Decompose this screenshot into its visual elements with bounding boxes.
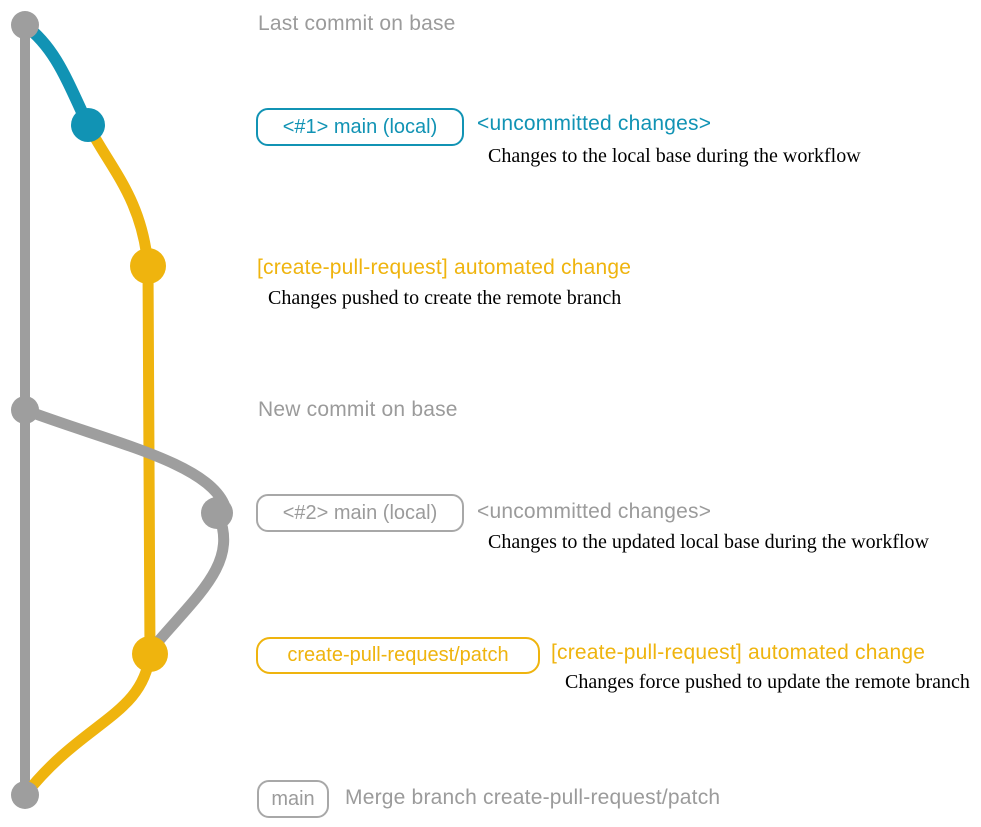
commit-message-merge-branch: Merge branch create-pull-request/patch (345, 786, 721, 809)
branch-badge-create-pull-request-patch: create-pull-request/patch (256, 637, 540, 674)
branch-graph (11, 11, 233, 809)
commit-dot-local-1 (71, 108, 105, 142)
commit-message-automated-change-2: [create-pull-request] automated change (551, 641, 926, 664)
note-last-commit-on-base: Last commit on base (258, 12, 456, 35)
teal-branch-curve (19, 19, 94, 131)
status-uncommitted-changes-2: <uncommitted changes> (477, 500, 712, 523)
commit-dot-base-new (11, 396, 39, 424)
gray-branch-curve-out (19, 404, 230, 510)
commit-dot-base-last (11, 11, 39, 39)
gray-branch-curve-in (145, 510, 230, 656)
yellow-merge-curve (19, 648, 156, 801)
commit-message-automated-change-1: [create-pull-request] automated change (257, 256, 632, 279)
branch-badge-main: main (257, 780, 329, 818)
caption-changes-force-pushed: Changes force pushed to update the remot… (565, 671, 970, 693)
branch-badge-main-local-2: <#2> main (local) (256, 494, 464, 532)
caption-changes-pushed: Changes pushed to create the remote bran… (268, 287, 622, 309)
commit-dot-merge (11, 781, 39, 809)
commit-dot-patch-1 (130, 248, 166, 284)
yellow-branch-curve-top (82, 119, 154, 272)
commit-dot-local-2 (201, 497, 233, 529)
note-new-commit-on-base: New commit on base (258, 398, 458, 421)
yellow-branch-line (142, 260, 156, 660)
caption-updated-local-base-changes: Changes to the updated local base during… (488, 531, 929, 553)
branch-badge-main-local-1: <#1> main (local) (256, 108, 464, 146)
caption-local-base-changes: Changes to the local base during the wor… (488, 145, 861, 167)
status-uncommitted-changes-1: <uncommitted changes> (477, 112, 712, 135)
commit-dot-patch-2 (132, 636, 168, 672)
